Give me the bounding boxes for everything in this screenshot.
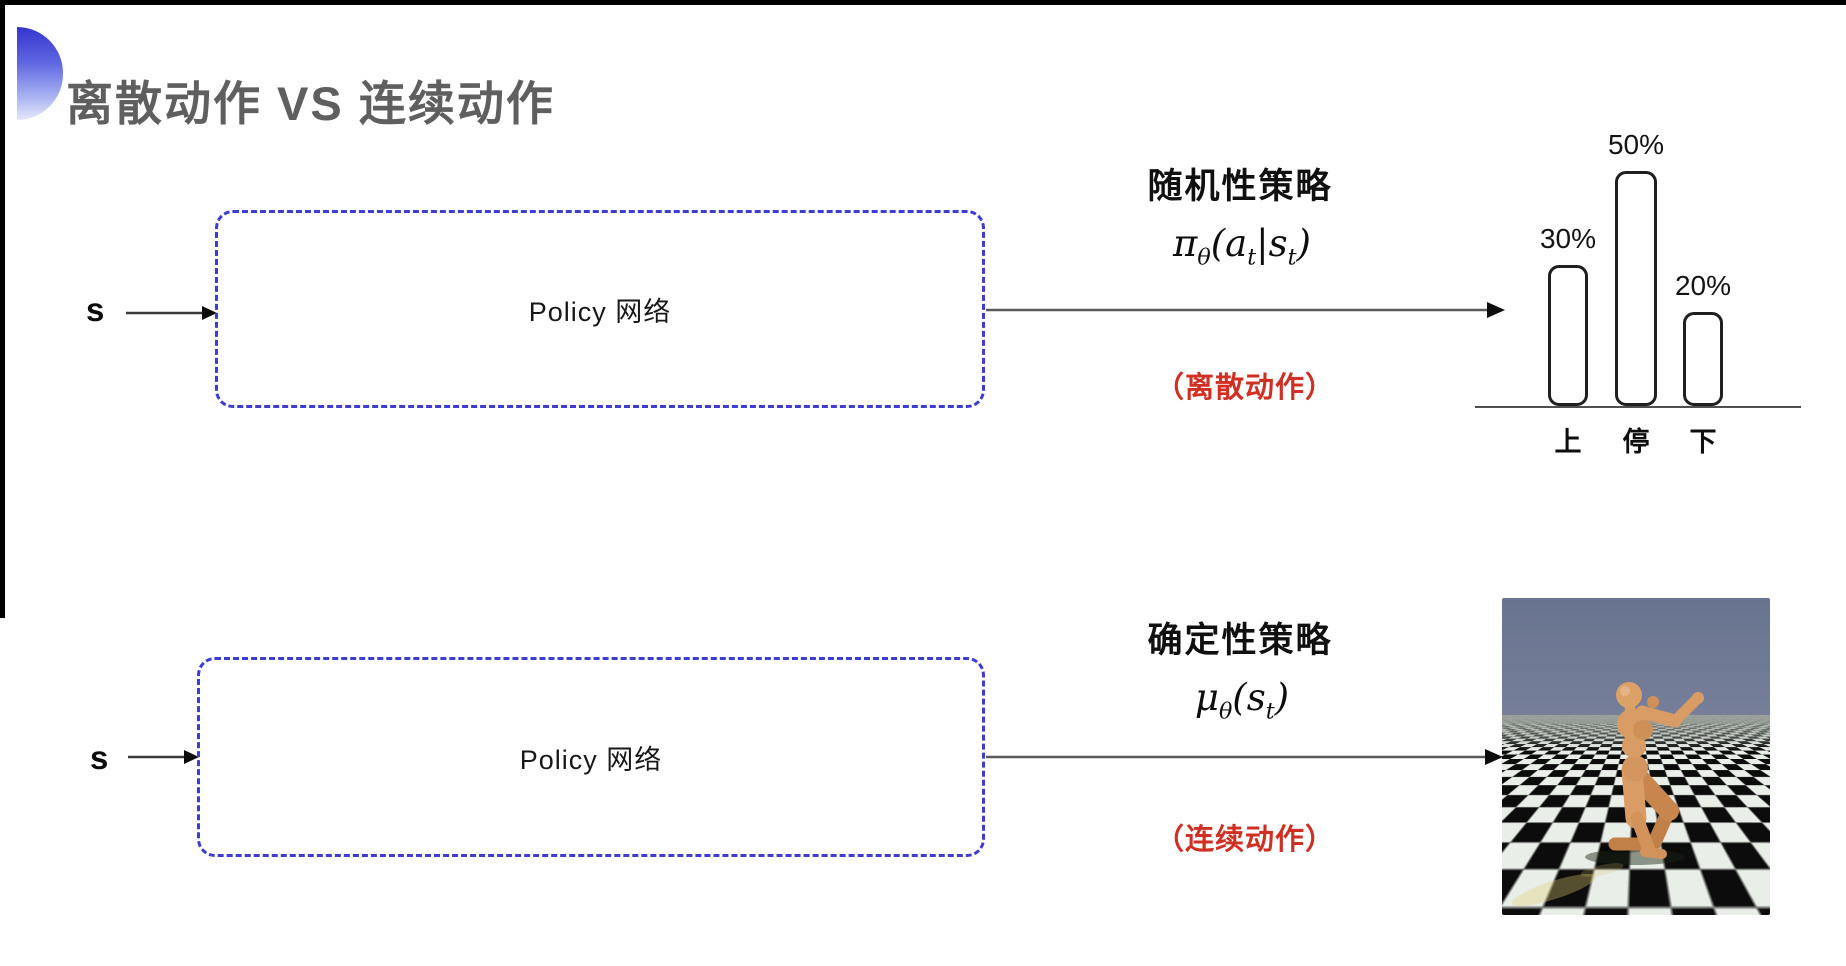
policy-network-box-bottom: Policy 网络 bbox=[197, 657, 985, 857]
mujoco-humanoid-image bbox=[1502, 598, 1770, 915]
action-type-note-discrete: （离散动作） bbox=[1154, 372, 1335, 404]
policy-type-title-deterministic: 确定性策略 bbox=[1147, 621, 1333, 660]
bar-category-label: 上 bbox=[1554, 427, 1582, 457]
formula-symbol-subscript: θ bbox=[1218, 698, 1233, 725]
bar-column: 50% bbox=[1601, 106, 1671, 406]
formula-deterministic-policy: μθ(st) bbox=[1082, 676, 1402, 722]
chart-axis-baseline bbox=[1475, 406, 1801, 408]
state-input-label-bottom: s bbox=[90, 739, 109, 776]
bar bbox=[1548, 265, 1588, 406]
input-arrow-top-icon bbox=[126, 306, 217, 320]
policy-network-label-top: Policy 网络 bbox=[528, 296, 672, 327]
bar-value-label: 20% bbox=[1674, 270, 1732, 301]
bar-value-label: 30% bbox=[1539, 223, 1597, 254]
formula-arg: s bbox=[1246, 676, 1266, 719]
bar-column: 20% bbox=[1668, 106, 1738, 406]
action-type-note-continuous: （连续动作） bbox=[1154, 824, 1335, 856]
bar-value-label: 50% bbox=[1607, 129, 1665, 160]
policy-network-label-bottom: Policy 网络 bbox=[519, 744, 663, 775]
bar-category-label: 停 bbox=[1622, 427, 1650, 457]
formula-symbol-subscript: θ bbox=[1197, 244, 1211, 271]
formula-paren: ( bbox=[1210, 222, 1226, 265]
formula-arg: s bbox=[1268, 222, 1288, 265]
bar bbox=[1615, 171, 1657, 406]
title-bullet-icon bbox=[17, 27, 63, 120]
window-left-border bbox=[0, 0, 5, 618]
window-top-border bbox=[0, 0, 1846, 5]
input-arrow-bottom-icon bbox=[128, 750, 199, 764]
formula-symbol: π bbox=[1173, 222, 1198, 265]
formula-symbol: μ bbox=[1194, 676, 1219, 719]
formula-arg-subscript: t bbox=[1247, 244, 1257, 271]
humanoid-figure bbox=[1512, 682, 1704, 907]
formula-conditional-bar: | bbox=[1256, 222, 1269, 265]
slide-title: 离散动作 VS 连续动作 bbox=[66, 77, 555, 131]
formula-paren: ) bbox=[1274, 676, 1290, 719]
policy-type-title-stochastic: 随机性策略 bbox=[1147, 167, 1333, 206]
formula-paren: ) bbox=[1296, 222, 1311, 265]
formula-paren: ( bbox=[1232, 676, 1247, 719]
formula-arg-subscript: t bbox=[1287, 244, 1297, 271]
formula-arg-subscript: t bbox=[1265, 698, 1275, 725]
state-input-label-top: s bbox=[86, 291, 105, 328]
action-probability-bar-chart: 30% 50% 20% 上 停 下 bbox=[1475, 90, 1805, 462]
output-arrow-top-icon bbox=[986, 302, 1505, 318]
bar-category-label: 下 bbox=[1689, 427, 1717, 457]
bar-column: 30% bbox=[1533, 106, 1603, 406]
bar bbox=[1683, 312, 1723, 406]
formula-arg: a bbox=[1225, 222, 1248, 265]
output-arrow-bottom-icon bbox=[986, 749, 1503, 765]
formula-stochastic-policy: πθ(at|st) bbox=[1082, 222, 1402, 268]
policy-network-box-top: Policy 网络 bbox=[215, 210, 985, 408]
